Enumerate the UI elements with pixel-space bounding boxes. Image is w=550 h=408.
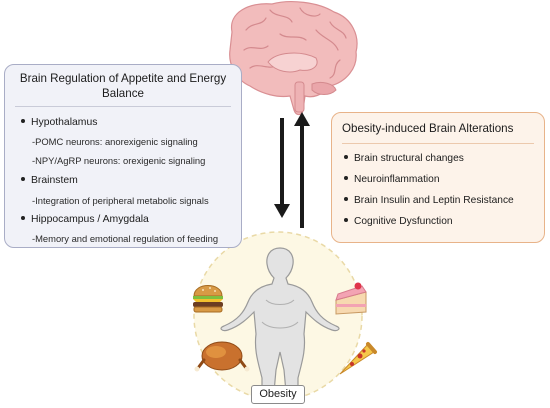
bullet-icon [344, 155, 348, 160]
list-item-brainstem: Brainstem [21, 175, 78, 186]
list-item-insulin-leptin-resistance: Brain Insulin and Leptin Resistance [344, 195, 514, 206]
divider [15, 106, 231, 107]
divider [342, 143, 534, 144]
sub-item-npy-agrp: -NPY/AgRP neurons: orexigenic signaling [32, 155, 206, 166]
brain-alterations-panel: Obesity-induced Brain Alterations Brain … [331, 112, 545, 243]
item-label: Brain Insulin and Leptin Resistance [354, 195, 514, 206]
item-label: Neuroinflammation [354, 174, 440, 185]
item-label: Hippocampus / Amygdala [31, 214, 149, 225]
list-item-neuroinflammation: Neuroinflammation [344, 174, 440, 185]
human-body-icon [220, 247, 340, 393]
item-label: Hypothalamus [31, 117, 98, 128]
list-item-cognitive-dysfunction: Cognitive Dysfunction [344, 216, 453, 227]
sub-item-pomc: -POMC neurons: anorexigenic signaling [32, 136, 198, 147]
arrow-down-to-body [274, 118, 290, 218]
item-label: Brain structural changes [354, 153, 464, 164]
bullet-icon [21, 119, 25, 124]
bullet-icon [344, 176, 348, 181]
sub-item-peripheral-signals: -Integration of peripheral metabolic sig… [32, 195, 209, 206]
obesity-label: Obesity [251, 385, 305, 404]
bullet-icon [21, 216, 25, 221]
bullet-icon [344, 218, 348, 223]
burger-icon [193, 285, 223, 313]
list-item-hippocampus-amygdala: Hippocampus / Amygdala [21, 214, 149, 225]
item-label: Cognitive Dysfunction [354, 216, 453, 227]
brain-icon [229, 1, 358, 116]
panel-title: Brain Regulation of Appetite and Energy … [19, 72, 227, 100]
item-label: Brainstem [31, 175, 78, 186]
sub-item-memory-emotion: -Memory and emotional regulation of feed… [32, 233, 219, 244]
roast-chicken-icon [194, 341, 250, 372]
arrow-up-to-brain [294, 112, 310, 228]
bullet-icon [344, 197, 348, 202]
pizza-icon [339, 342, 377, 375]
list-item-structural-changes: Brain structural changes [344, 153, 464, 164]
list-item-hypothalamus: Hypothalamus [21, 117, 97, 128]
bullet-icon [21, 177, 25, 182]
panel-title: Obesity-induced Brain Alterations [342, 122, 514, 135]
cake-icon [335, 282, 367, 315]
appetite-regulation-panel: Brain Regulation of Appetite and Energy … [4, 64, 242, 248]
